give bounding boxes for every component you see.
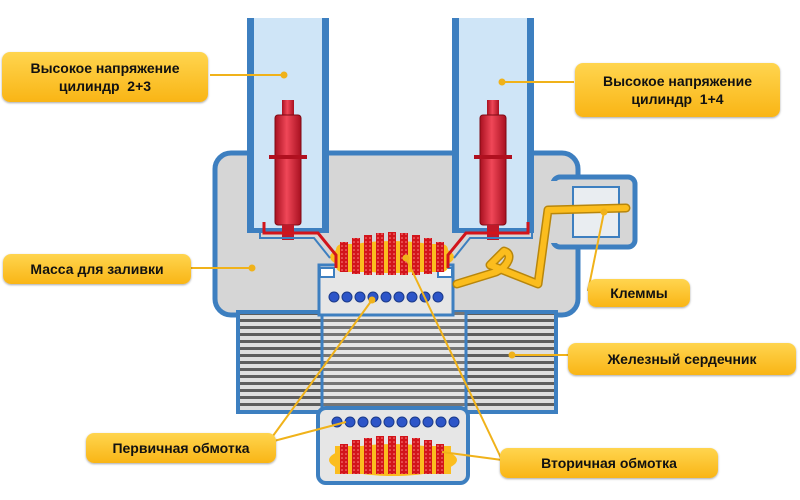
secondary-winding-top [330, 232, 454, 275]
label-potting: Масса для заливки [3, 254, 191, 284]
label-hv-cyl-23-line2: цилиндр 2+3 [58, 78, 152, 94]
hv-leads [262, 222, 530, 268]
label-hv-cyl-23: Высокое напряжение цилиндр 2+3 [2, 52, 208, 102]
label-primary-winding: Первичная обмотка [86, 433, 276, 463]
hv-electrode-right [474, 100, 512, 240]
secondary-winding-bottom [340, 436, 444, 474]
primary-winding-bottom [331, 416, 460, 428]
leader-secondary-1 [405, 257, 503, 461]
label-iron-core-text: Железный сердечник [607, 351, 757, 367]
label-terminals-text: Клеммы [610, 285, 668, 301]
label-hv-cyl-14-line2: цилиндр 1+4 [631, 91, 724, 107]
leader-lines [190, 71, 608, 461]
label-iron-core: Железный сердечник [568, 343, 796, 375]
bottom-winding-pocket [316, 406, 470, 485]
leader-secondary-2 [441, 451, 503, 461]
label-primary-winding-text: Первичная обмотка [112, 440, 250, 456]
leader-primary-1 [269, 299, 373, 441]
leader-terminals [587, 211, 605, 292]
label-secondary-winding: Вторичная обмотка [500, 448, 718, 478]
hv-electrode-left [269, 100, 307, 240]
leader-primary-2 [269, 421, 347, 443]
label-potting-text: Масса для заливки [30, 261, 164, 277]
iron-core [236, 310, 558, 414]
hv-lead-insulation [259, 228, 533, 259]
terminal-wire [452, 203, 631, 289]
label-secondary-winding-text: Вторичная обмотка [541, 455, 677, 471]
label-hv-cyl-14: Высокое напряжение цилиндр 1+4 [575, 63, 780, 117]
label-terminals: Клеммы [588, 279, 690, 307]
label-hv-cyl-23-line1: Высокое напряжение [30, 60, 180, 76]
label-hv-cyl-14-line1: Высокое напряжение [602, 73, 753, 89]
